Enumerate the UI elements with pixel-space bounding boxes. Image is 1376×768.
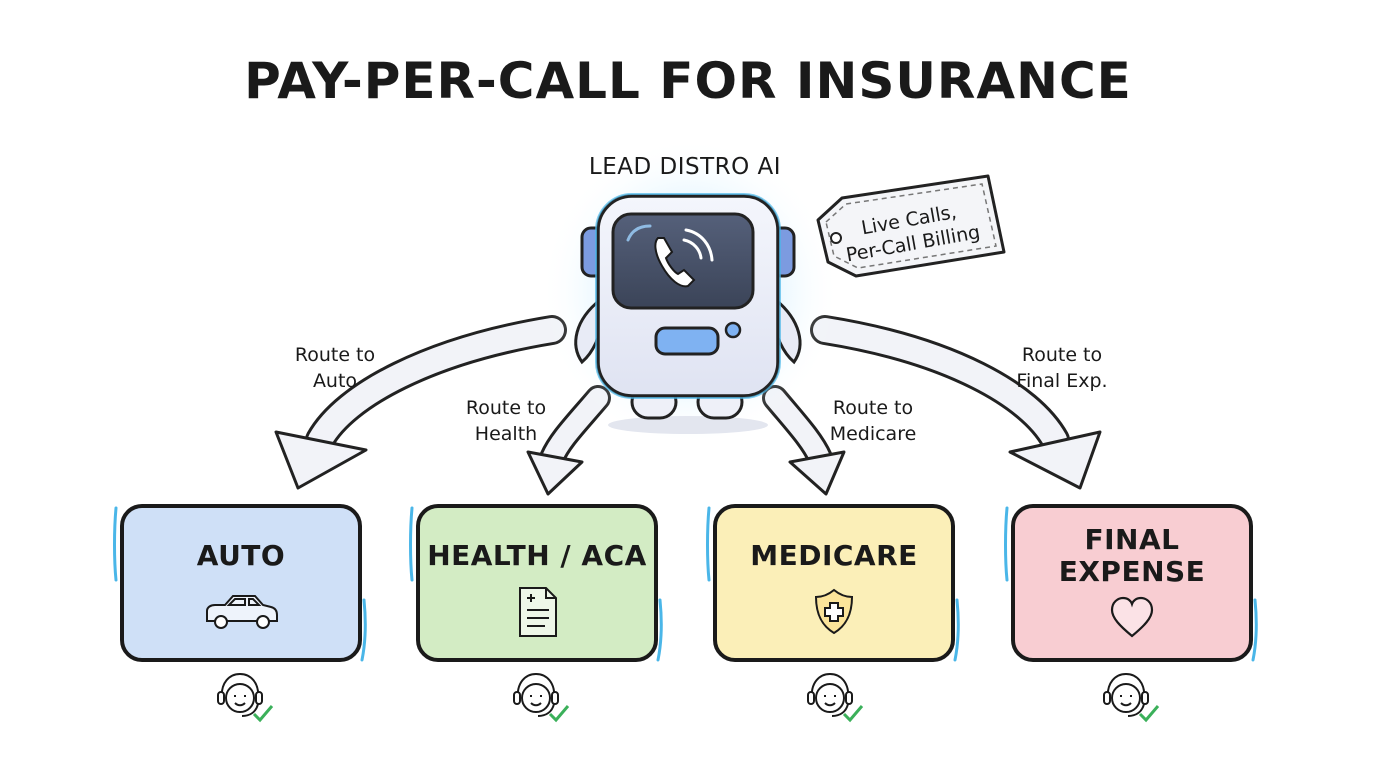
medical-document-icon bbox=[519, 587, 557, 637]
agent-headset-check-icon bbox=[807, 672, 864, 723]
category-label-final-expense: FINAL EXPENSE bbox=[1013, 524, 1251, 588]
shield-cross-icon bbox=[814, 588, 854, 635]
route-label-final-expense-line1: Route to bbox=[1021, 344, 1103, 366]
category-label-medicare: MEDICARE bbox=[715, 540, 953, 572]
agent-headset-check-icon bbox=[513, 672, 570, 723]
category-box-final-expense bbox=[1004, 504, 1258, 662]
route-label-auto: Route to Auto bbox=[265, 342, 405, 394]
route-arrow-final-expense bbox=[810, 315, 1102, 490]
category-label-medicare-line1: MEDICARE bbox=[750, 539, 918, 572]
agent-headset-check-icon bbox=[1103, 672, 1160, 723]
hub-label: LEAD DISTRO AI bbox=[588, 154, 782, 180]
category-box-health bbox=[409, 504, 663, 662]
route-label-auto-line2: Auto bbox=[312, 370, 358, 392]
billing-tag bbox=[816, 174, 1006, 278]
route-arrow-auto bbox=[274, 315, 567, 490]
heart-icon bbox=[1110, 596, 1154, 638]
route-label-medicare-line1: Route to bbox=[832, 397, 914, 419]
route-label-health: Route to Health bbox=[436, 395, 576, 447]
robot-phone-icon bbox=[540, 137, 840, 447]
route-label-medicare-line2: Medicare bbox=[829, 423, 917, 445]
category-label-health: HEALTH / ACA bbox=[418, 540, 656, 572]
route-label-medicare: Route to Medicare bbox=[803, 395, 943, 447]
category-label-auto-line1: AUTO bbox=[196, 539, 286, 572]
route-label-health-line2: Health bbox=[474, 423, 538, 445]
category-box-medicare bbox=[706, 504, 960, 662]
route-label-auto-line1: Route to bbox=[294, 344, 376, 366]
route-label-health-line1: Route to bbox=[465, 397, 547, 419]
route-label-final-expense: Route to Final Exp. bbox=[992, 342, 1132, 394]
car-icon bbox=[206, 595, 278, 629]
agent-headset-check-icon bbox=[217, 672, 274, 723]
category-label-final-expense-line1: FINAL bbox=[1084, 523, 1180, 556]
category-label-auto: AUTO bbox=[122, 540, 360, 572]
category-box-auto bbox=[113, 504, 367, 662]
category-label-health-line1: HEALTH / ACA bbox=[427, 539, 647, 572]
route-label-final-expense-line2: Final Exp. bbox=[1016, 370, 1108, 392]
category-label-final-expense-line2: EXPENSE bbox=[1058, 555, 1206, 588]
page-title: PAY-PER-CALL FOR INSURANCE bbox=[244, 52, 1132, 110]
